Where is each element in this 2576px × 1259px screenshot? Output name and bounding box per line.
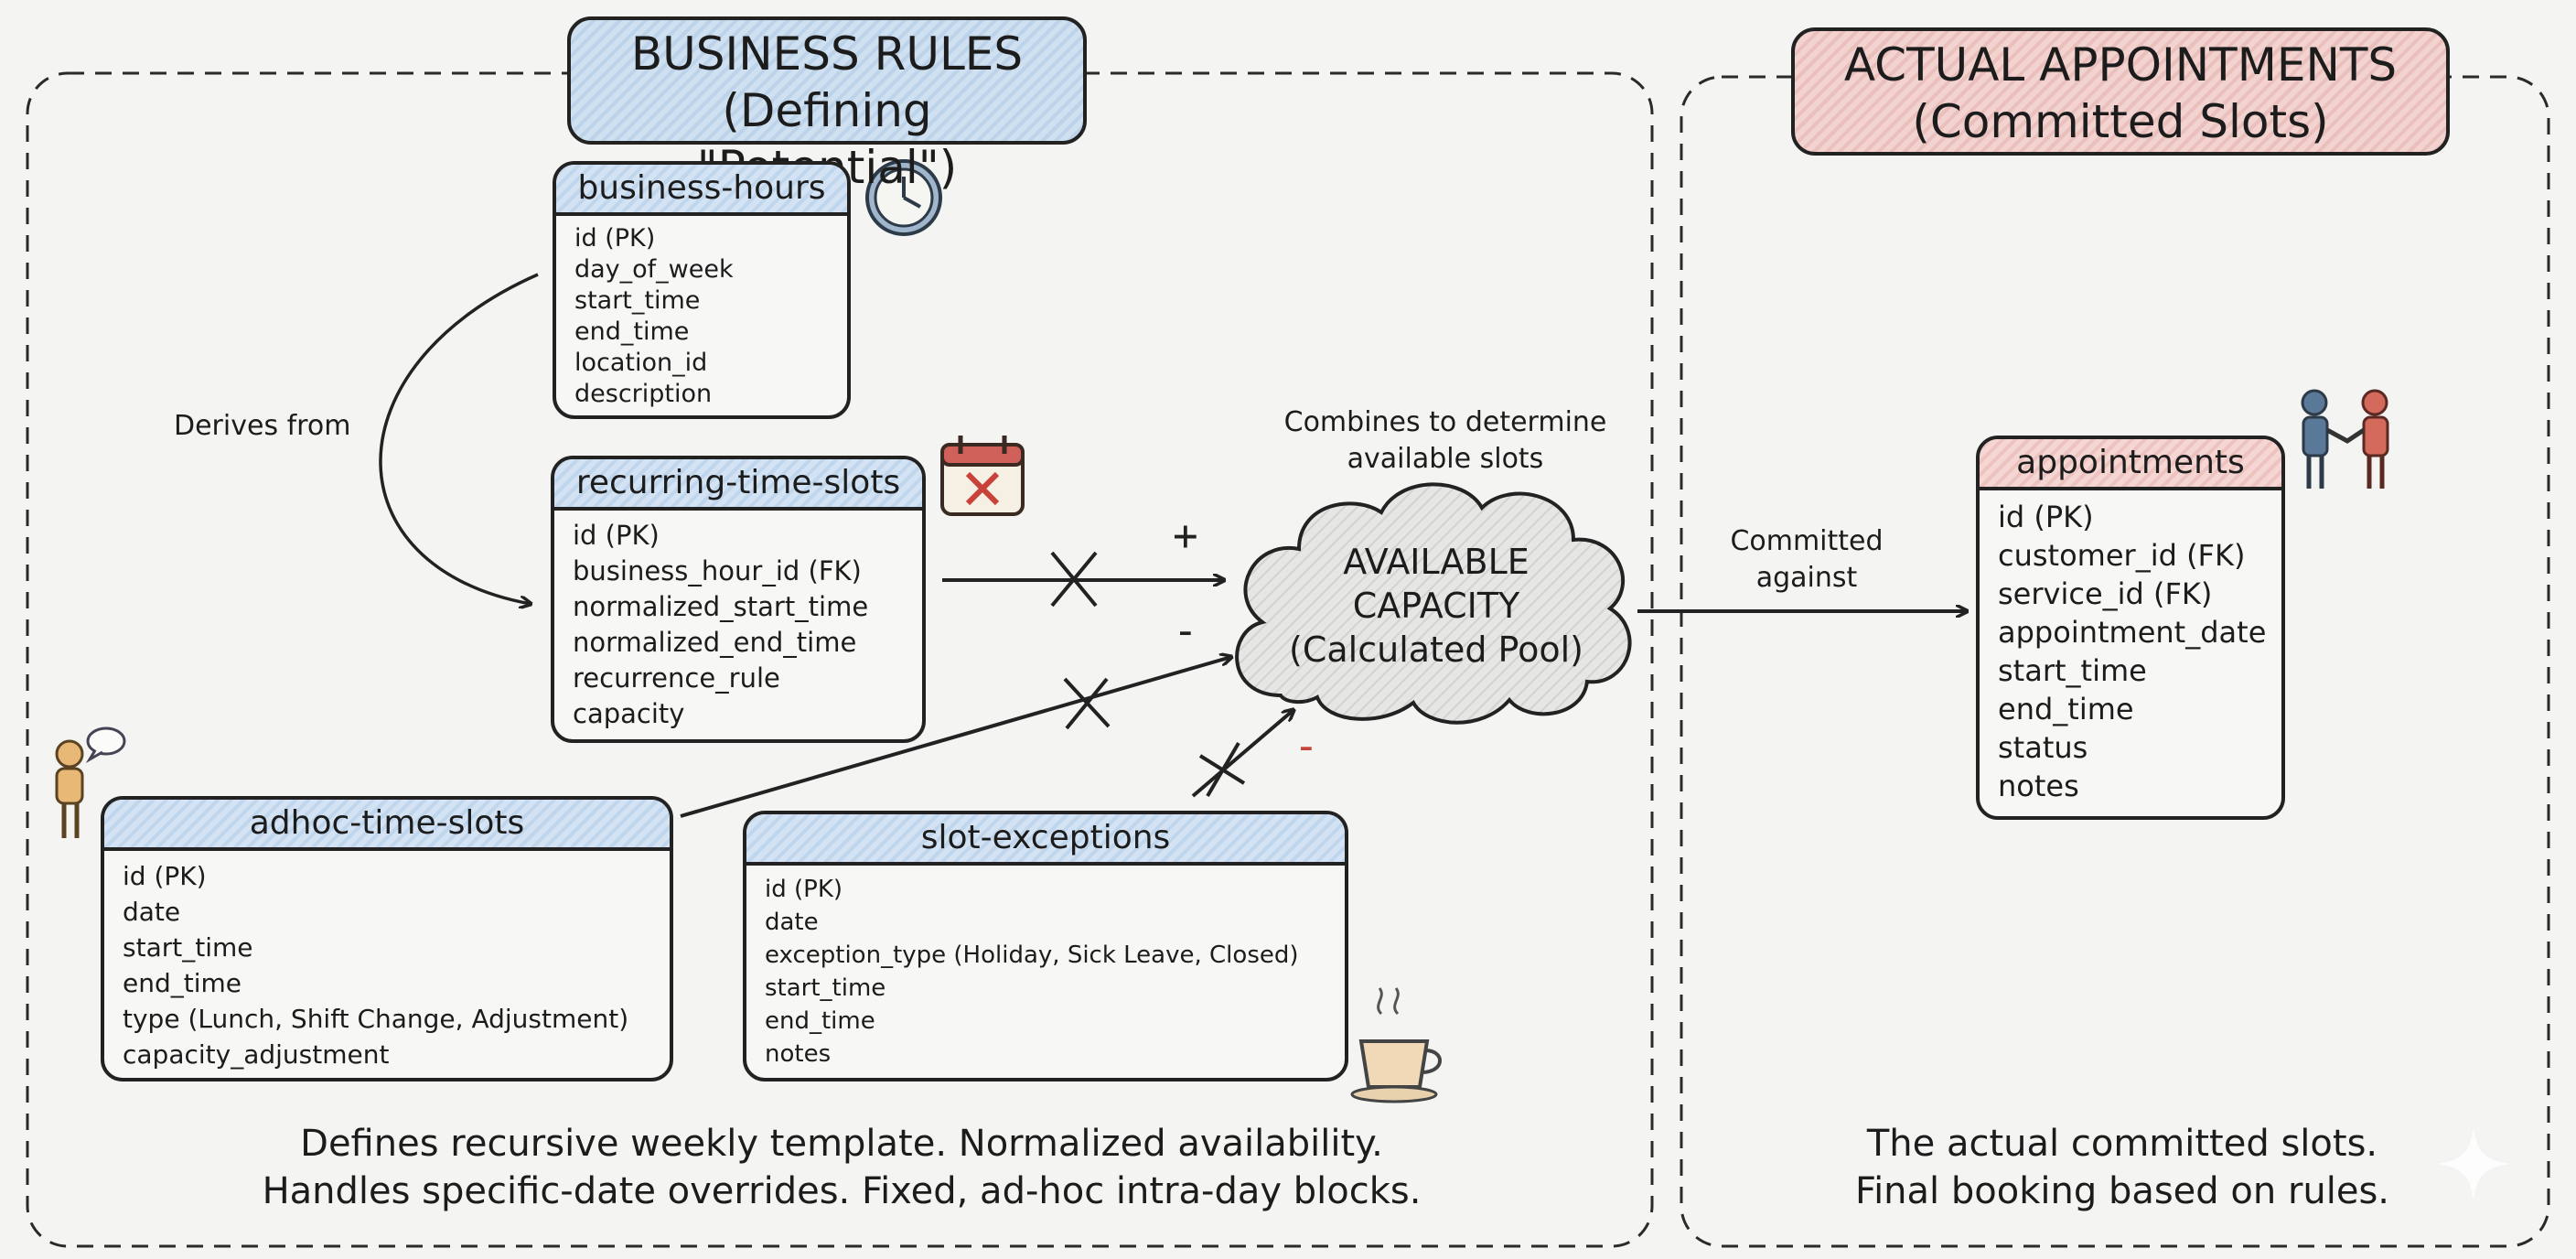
- field: date: [765, 909, 819, 936]
- field: type (Lunch, Shift Change, Adjustment): [123, 1004, 629, 1034]
- business-hours-header: business-hours: [556, 165, 847, 216]
- field: location_id: [574, 349, 708, 377]
- actual-appointments-title: ACTUAL APPOINTMENTS (Committed Slots): [1791, 27, 2450, 156]
- available-capacity-label: AVAILABLE CAPACITY (Calculated Pool): [1262, 540, 1610, 672]
- combines-label: Combines to determine available slots: [1272, 404, 1619, 478]
- crowfoot-mark: [1206, 741, 1240, 798]
- actual-appointments-title-line2: (Committed Slots): [1912, 95, 2329, 148]
- available-capacity-line1: AVAILABLE: [1343, 542, 1530, 582]
- committed-against-line2: against: [1755, 562, 1858, 594]
- business-rules-title-line1: BUSINESS RULES: [630, 27, 1024, 81]
- recurring-time-slots-header: recurring-time-slots: [554, 459, 922, 511]
- field: normalized_start_time: [573, 591, 869, 622]
- field: end_time: [765, 1007, 875, 1035]
- calendar-x-icon: [940, 436, 1025, 516]
- field: recurrence_rule: [573, 662, 780, 694]
- field: customer_id (FK): [1998, 538, 2246, 573]
- exceptions-to-capacity-arrow: [1191, 710, 1293, 798]
- adhoc-time-slots-header: adhoc-time-slots: [104, 800, 670, 851]
- slot-exceptions-table: slot-exceptions id (PK) date exception_t…: [743, 811, 1348, 1081]
- business-rules-caption-line2: Handles specific-date overrides. Fixed, …: [262, 1170, 1422, 1212]
- field: normalized_end_time: [573, 627, 857, 658]
- clock-icon: [865, 159, 942, 236]
- appointments-caption-line2: Final booking based on rules.: [1854, 1170, 2390, 1212]
- field: notes: [1998, 769, 2079, 803]
- field: end_time: [1998, 692, 2134, 726]
- appointments-table: appointments id (PK) customer_id (FK) se…: [1976, 436, 2285, 820]
- derives-from-label: Derives from: [174, 410, 351, 442]
- field: end_time: [574, 317, 690, 346]
- available-capacity-line3: (Calculated Pool): [1289, 630, 1583, 670]
- field: end_time: [123, 968, 242, 998]
- field: notes: [765, 1040, 832, 1068]
- field: date: [123, 897, 181, 927]
- field: appointment_date: [1998, 615, 2267, 650]
- field: capacity_adjustment: [123, 1039, 390, 1070]
- appointments-fields: id (PK) customer_id (FK) service_id (FK)…: [1980, 490, 2281, 805]
- field: id (PK): [573, 520, 660, 551]
- slot-exceptions-header: slot-exceptions: [746, 814, 1345, 866]
- appointments-caption-line1: The actual committed slots.: [1866, 1123, 2378, 1165]
- field: start_time: [1998, 653, 2147, 688]
- handshake-icon: [2301, 389, 2389, 489]
- crowfoot-mark: [1050, 551, 1098, 608]
- field: id (PK): [123, 861, 207, 891]
- actual-appointments-title-line1: ACTUAL APPOINTMENTS: [1843, 38, 2398, 91]
- sparkle-icon: [2437, 1127, 2510, 1200]
- slot-exceptions-fields: id (PK) date exception_type (Holiday, Si…: [746, 866, 1345, 1071]
- business-rules-caption-line1: Defines recursive weekly template. Norma…: [300, 1123, 1383, 1165]
- field: business_hour_id (FK): [573, 555, 862, 586]
- coffee-cup-icon: [1350, 987, 1442, 1103]
- field: exception_type (Holiday, Sick Leave, Clo…: [765, 942, 1299, 969]
- appointments-caption: The actual committed slots. Final bookin…: [1793, 1120, 2452, 1215]
- minus-sign: -: [1173, 606, 1198, 655]
- field: id (PK): [1998, 500, 2094, 534]
- field: id (PK): [765, 876, 843, 903]
- business-hours-table: business-hours id (PK) day_of_week start…: [553, 161, 851, 419]
- field: service_id (FK): [1998, 576, 2213, 611]
- crowfoot-mark: [1065, 677, 1109, 730]
- available-capacity-line2: CAPACITY: [1352, 586, 1520, 626]
- minus-sign: -: [1293, 721, 1319, 770]
- adhoc-time-slots-fields: id (PK) date start_time end_time type (L…: [104, 851, 670, 1072]
- derives-from-arrow: [379, 273, 539, 604]
- available-capacity-cloud: [1235, 482, 1632, 725]
- adhoc-time-slots-table: adhoc-time-slots id (PK) date start_time…: [101, 796, 673, 1081]
- recurring-time-slots-fields: id (PK) business_hour_id (FK) normalized…: [554, 511, 922, 732]
- field: start_time: [574, 286, 701, 315]
- adhoc-to-capacity-arrow: [680, 657, 1231, 818]
- business-hours-fields: id (PK) day_of_week start_time end_time …: [556, 216, 847, 410]
- field: id (PK): [574, 224, 656, 253]
- combines-label-line2: available slots: [1347, 443, 1544, 475]
- committed-against-line1: Committed: [1730, 525, 1884, 557]
- field: status: [1998, 730, 2088, 765]
- business-rules-title: BUSINESS RULES (Defining "Potential"): [567, 16, 1087, 194]
- committed-against-label: Committed against: [1711, 523, 1903, 597]
- recurring-time-slots-table: recurring-time-slots id (PK) business_ho…: [551, 456, 926, 743]
- field: description: [574, 380, 713, 408]
- field: start_time: [765, 974, 886, 1002]
- combines-label-line1: Combines to determine: [1283, 406, 1607, 438]
- plus-sign: +: [1173, 511, 1198, 560]
- business-rules-caption: Defines recursive weekly template. Norma…: [101, 1120, 1583, 1215]
- appointments-header: appointments: [1980, 439, 2281, 490]
- person-speech-icon: [55, 726, 126, 838]
- field: capacity: [573, 698, 685, 729]
- field: day_of_week: [574, 255, 734, 284]
- field: start_time: [123, 932, 253, 963]
